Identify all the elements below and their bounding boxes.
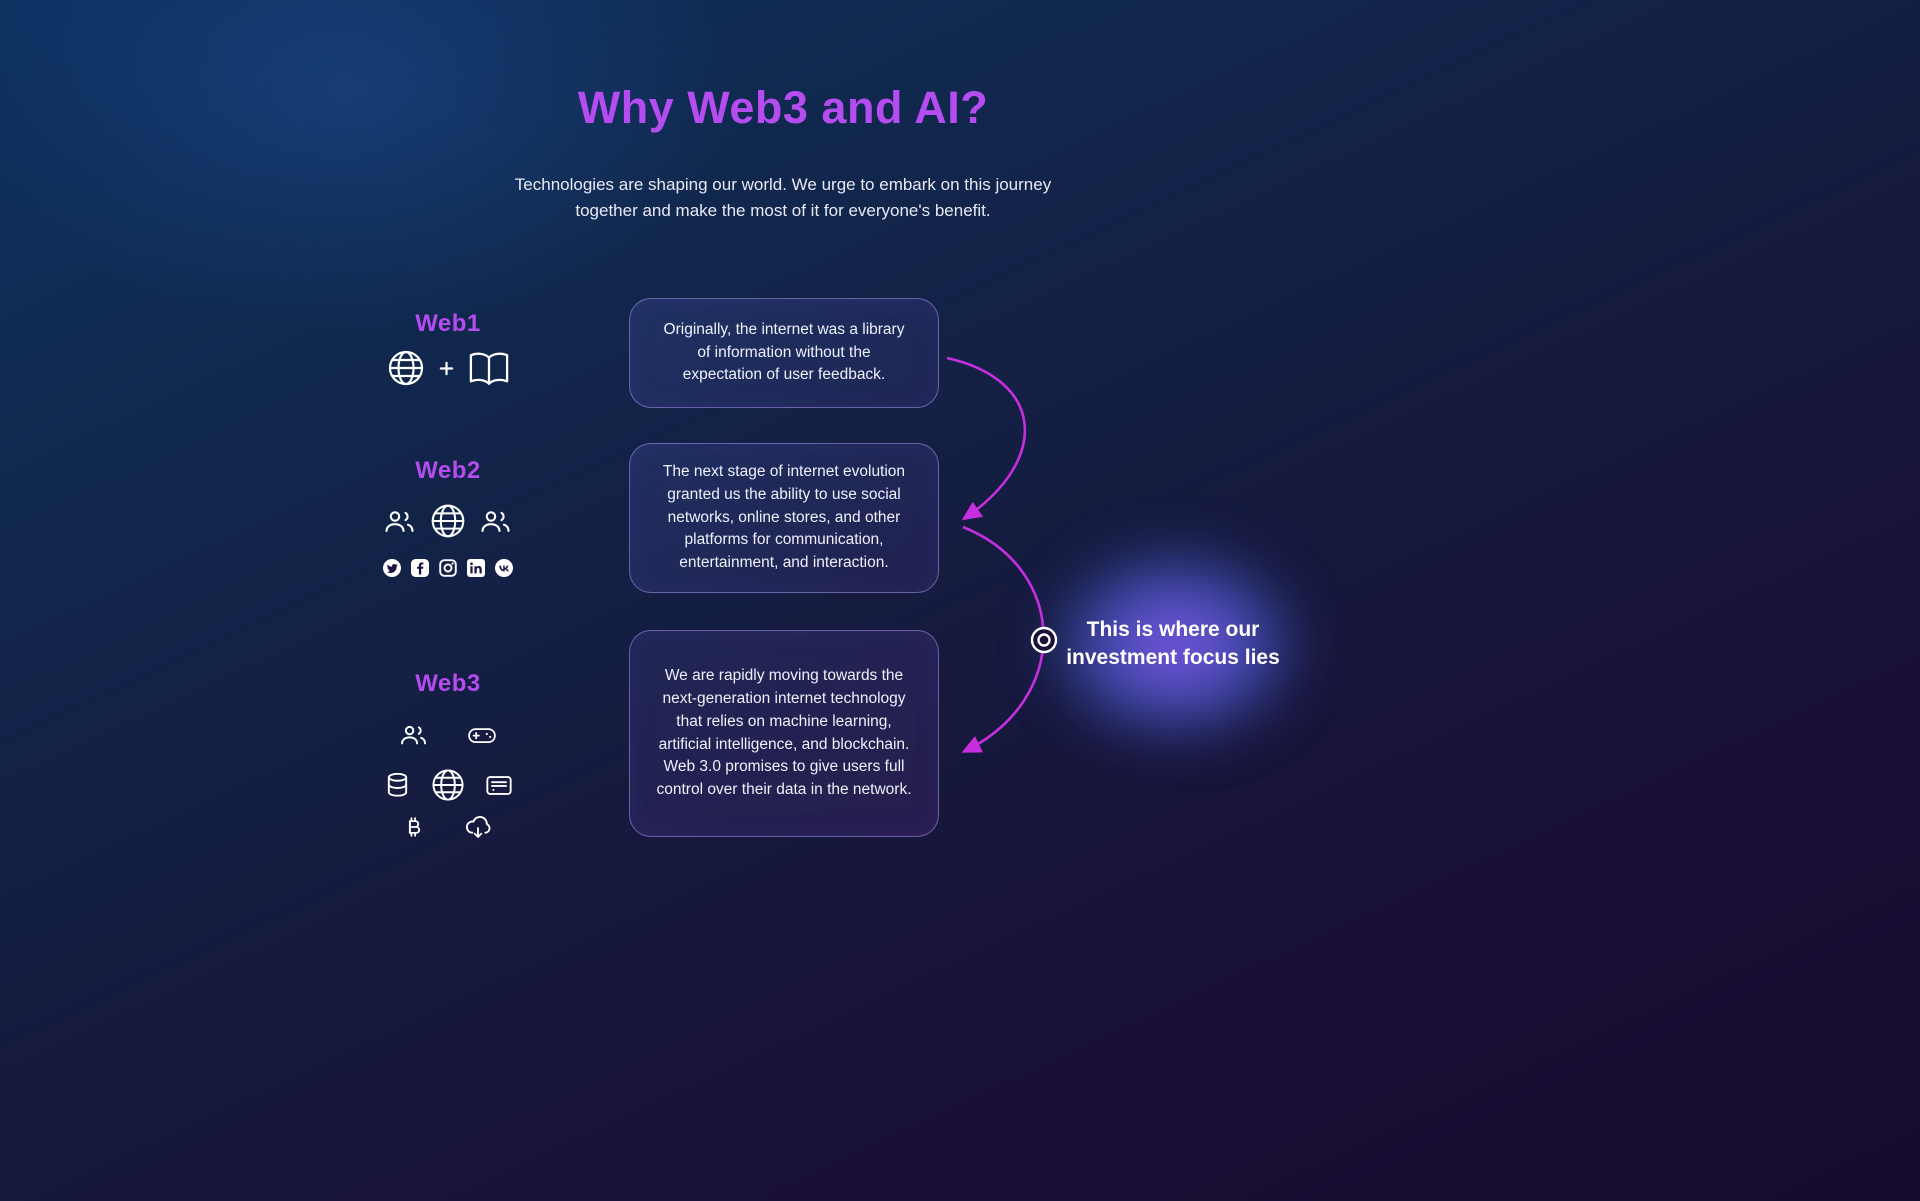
server-icon <box>485 773 513 798</box>
people-icon <box>383 508 417 535</box>
plus-icon <box>439 361 454 376</box>
globe-icon <box>427 500 469 542</box>
stage-label-web2: Web2 <box>415 457 481 484</box>
web3-card: We are rapidly moving towards the next-g… <box>629 630 939 837</box>
coins-icon <box>384 771 411 800</box>
game-controller-icon <box>467 724 497 746</box>
instagram-icon <box>439 559 457 577</box>
web2-card: The next stage of internet evolution gra… <box>629 443 939 593</box>
web1-icon-row <box>363 346 533 390</box>
web1-card: Originally, the internet was a library o… <box>629 298 939 408</box>
stage-label-web1: Web1 <box>415 310 481 337</box>
people-icon <box>479 508 513 535</box>
target-marker-icon <box>1029 625 1059 660</box>
bitcoin-icon <box>403 814 425 842</box>
section-title: Why Web3 and AI? <box>577 82 989 133</box>
social-icon-row <box>363 559 533 577</box>
stage-label-web3: Web3 <box>415 670 481 697</box>
web2-icon-row <box>363 500 533 542</box>
open-book-icon <box>465 348 513 388</box>
globe-icon <box>384 346 428 390</box>
cloud-download-icon <box>463 815 493 842</box>
vk-icon <box>495 559 513 577</box>
facebook-icon <box>411 559 429 577</box>
section-subtitle: Technologies are shaping our world. We u… <box>514 175 1052 220</box>
web1-card-text: Originally, the internet was a library o… <box>663 320 905 384</box>
connector-arrow-1 <box>946 356 1027 521</box>
web3-icon-row-2 <box>355 765 541 805</box>
linkedin-icon <box>467 559 485 577</box>
web3-icon-row-3 <box>363 814 533 842</box>
investment-focus-callout: This is where our investment focus lies <box>1066 618 1280 669</box>
web2-card-text: The next stage of internet evolution gra… <box>662 462 906 572</box>
people-icon <box>399 723 429 747</box>
twitter-icon <box>383 559 401 577</box>
globe-icon <box>428 765 468 805</box>
web3-icon-row-1 <box>363 723 533 747</box>
web3-card-text: We are rapidly moving towards the next-g… <box>656 666 912 799</box>
